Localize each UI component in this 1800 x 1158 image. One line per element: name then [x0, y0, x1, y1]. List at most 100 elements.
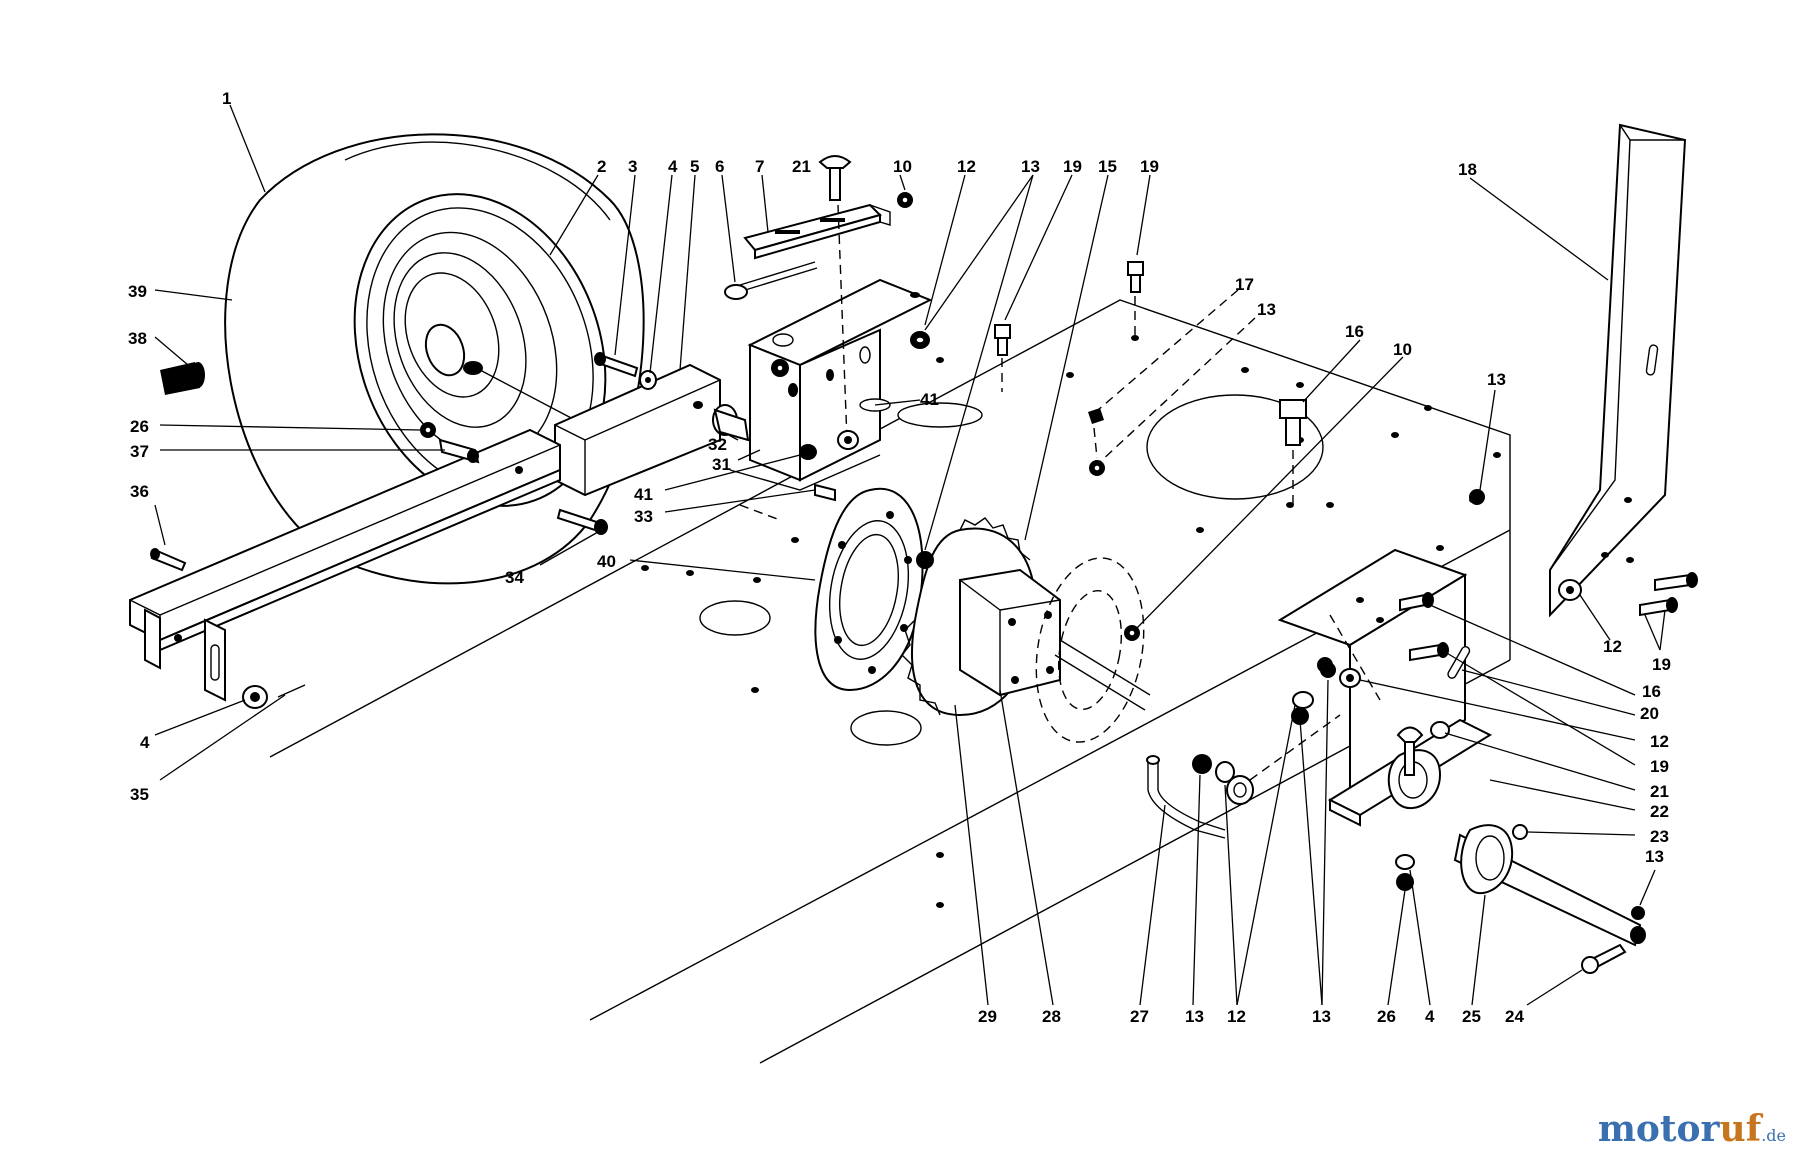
callout-label: 36: [130, 482, 149, 501]
callout-label: 12: [1227, 1007, 1246, 1026]
callout-label: 20: [1640, 704, 1659, 723]
callout-label: 33: [634, 507, 653, 526]
frame-slot: [897, 402, 983, 428]
callout-label: 13: [1257, 300, 1276, 319]
callout-label: 39: [128, 282, 147, 301]
nut-13-pivot: [1631, 906, 1645, 920]
callout-label: 6: [715, 157, 724, 176]
side-plate-18: [1469, 123, 1698, 618]
callout-label: 38: [128, 329, 147, 348]
callout-label: 26: [130, 417, 149, 436]
callout-label: 12: [1603, 637, 1622, 656]
callout-label: 19: [1650, 757, 1669, 776]
axle-support-bars: [129, 352, 750, 709]
nut-13-link: [1192, 754, 1212, 774]
washer-12-link: [1215, 761, 1235, 783]
valve-stem-38: [160, 362, 205, 395]
callout-label: 32: [708, 435, 727, 454]
upper-bracket: [724, 155, 933, 521]
nut-13-side: [1469, 489, 1485, 505]
callout-label: 35: [130, 785, 149, 804]
pivot-shaft: [1395, 824, 1646, 974]
callout-label: 31: [712, 455, 731, 474]
callout-label: 10: [1393, 340, 1412, 359]
callout-label: 12: [957, 157, 976, 176]
nut-13: [916, 551, 934, 569]
callout-label: 1: [222, 89, 231, 108]
callout-label: 4: [1425, 1007, 1435, 1026]
callouts: 1 2 3 4 5 6 7 21 10 12 13 19 15 19 18 39…: [128, 89, 1671, 1026]
callout-label: 26: [1377, 1007, 1396, 1026]
watermark-part-a: motor: [1597, 1108, 1720, 1150]
frame-plate: [269, 299, 1511, 1064]
callout-label: 41: [920, 390, 939, 409]
callout-label: 4: [668, 157, 678, 176]
bolt-16: [1279, 399, 1307, 419]
link-rod-27: [1146, 662, 1341, 839]
bearing-flange-40: [814, 487, 924, 692]
grease-fitting-23: [1512, 824, 1528, 840]
callout-label: 40: [597, 552, 616, 571]
frame-hole: [699, 600, 771, 636]
callout-label: 18: [1458, 160, 1477, 179]
callout-label: 13: [1312, 1007, 1331, 1026]
callout-label: 13: [1021, 157, 1040, 176]
callout-label: 17: [1235, 275, 1254, 294]
eye-bolt-6: [739, 261, 816, 286]
callout-label: 5: [690, 157, 699, 176]
callout-label: 22: [1650, 802, 1669, 821]
callout-label: 13: [1185, 1007, 1204, 1026]
callout-label: 13: [1645, 847, 1664, 866]
bolt-19-side: [1639, 598, 1671, 617]
callout-label: 12: [1650, 732, 1669, 751]
bolt-19-left: [994, 324, 1011, 339]
callout-label: 19: [1140, 157, 1159, 176]
bolt-19: [1127, 261, 1144, 276]
washer-41: [799, 444, 817, 460]
frame-fasteners: [994, 261, 1307, 505]
bolt-33: [814, 483, 836, 502]
frame-cutout-large: [1146, 394, 1324, 500]
callout-label: 19: [1063, 157, 1082, 176]
callout-label: 27: [1130, 1007, 1149, 1026]
carriage-bolt-21: [818, 155, 852, 169]
callout-label: 24: [1505, 1007, 1524, 1026]
rear-sprocket-outline: [1035, 557, 1145, 743]
callout-label: 21: [1650, 782, 1669, 801]
callout-label: 25: [1462, 1007, 1481, 1026]
callout-label: 13: [1487, 370, 1506, 389]
callout-label: 29: [978, 1007, 997, 1026]
sprocket-assembly: [901, 517, 1151, 743]
wheel-rim: [353, 193, 607, 507]
wheel-hub: [424, 323, 466, 377]
sprocket-hub-28: [959, 568, 1061, 697]
callout-label: 28: [1042, 1007, 1061, 1026]
callout-label: 10: [893, 157, 912, 176]
callout-label: 2: [597, 157, 606, 176]
callout-label: 19: [1652, 655, 1671, 674]
callout-label: 21: [792, 157, 811, 176]
callout-label: 16: [1345, 322, 1364, 341]
watermark-part-c: .de: [1761, 1126, 1786, 1145]
watermark-logo: motoruf.de: [1598, 1108, 1786, 1150]
axle-bore: [463, 361, 483, 375]
carriage-bolt-21-lower: [1396, 726, 1424, 743]
cotter-pin-35: [277, 684, 306, 698]
callout-label: 34: [505, 568, 524, 587]
callout-label: 15: [1098, 157, 1117, 176]
callout-label: 41: [634, 485, 653, 504]
nut-26-lower: [1396, 873, 1414, 891]
callout-label: 4: [140, 733, 150, 752]
callout-label: 16: [1642, 682, 1661, 701]
callout-label: 7: [755, 157, 764, 176]
watermark-part-b: uf: [1719, 1108, 1762, 1150]
lower-bracket-assembly: [1277, 548, 1493, 827]
lock-washer-17: [1088, 408, 1104, 424]
washer-4-pivot: [1395, 854, 1415, 870]
callout-label: 3: [628, 157, 637, 176]
callout-label: 37: [130, 442, 149, 461]
frame-hole: [850, 710, 922, 746]
callout-label: 23: [1650, 827, 1669, 846]
